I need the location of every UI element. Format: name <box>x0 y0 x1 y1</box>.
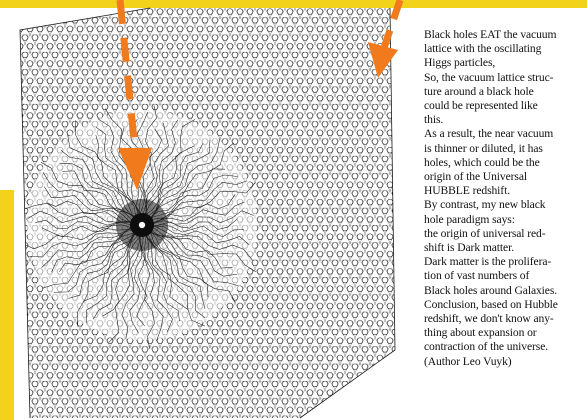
caption-line: hole paradigm says: <box>424 213 584 227</box>
caption-line: (Author Leo Vuyk) <box>424 355 584 369</box>
caption-line: redshift, we don't know any- <box>424 312 584 326</box>
caption-line: ture around a black hole <box>424 85 584 99</box>
caption-line: lattice with the oscillating <box>424 42 584 56</box>
lattice-field <box>0 0 420 420</box>
caption-line: tion of vast numbers of <box>424 269 584 283</box>
caption-line: holes, which could be the <box>424 156 584 170</box>
caption-line: As a result, the near vacuum <box>424 127 584 141</box>
caption-line: HUBBLE redshift. <box>424 184 584 198</box>
caption-line: By contrast, my new black <box>424 198 584 212</box>
caption-line: Higgs particles, <box>424 56 584 70</box>
caption-line: origin of the Universal <box>424 170 584 184</box>
caption-text: Black holes EAT the vacuum lattice with … <box>424 28 584 416</box>
caption-line: the origin of universal red- <box>424 227 584 241</box>
vacuum-lattice-diagram <box>0 0 420 420</box>
caption-line: Black holes EAT the vacuum <box>424 28 584 42</box>
caption-line: Conclusion, based on Hubble <box>424 298 584 312</box>
caption-line: contraction of the universe. <box>424 340 584 354</box>
caption-line: could be represented like <box>424 99 584 113</box>
caption-line: So, the vacuum lattice struc- <box>424 71 584 85</box>
caption-line: thing about expansion or <box>424 326 584 340</box>
caption-line: Black holes around Galaxies. <box>424 284 584 298</box>
caption-line: shift is Dark matter. <box>424 241 584 255</box>
caption-line: Dark matter is the prolifera- <box>424 255 584 269</box>
caption-line: is thinner or diluted, it has <box>424 142 584 156</box>
caption-line: this. <box>424 113 584 127</box>
